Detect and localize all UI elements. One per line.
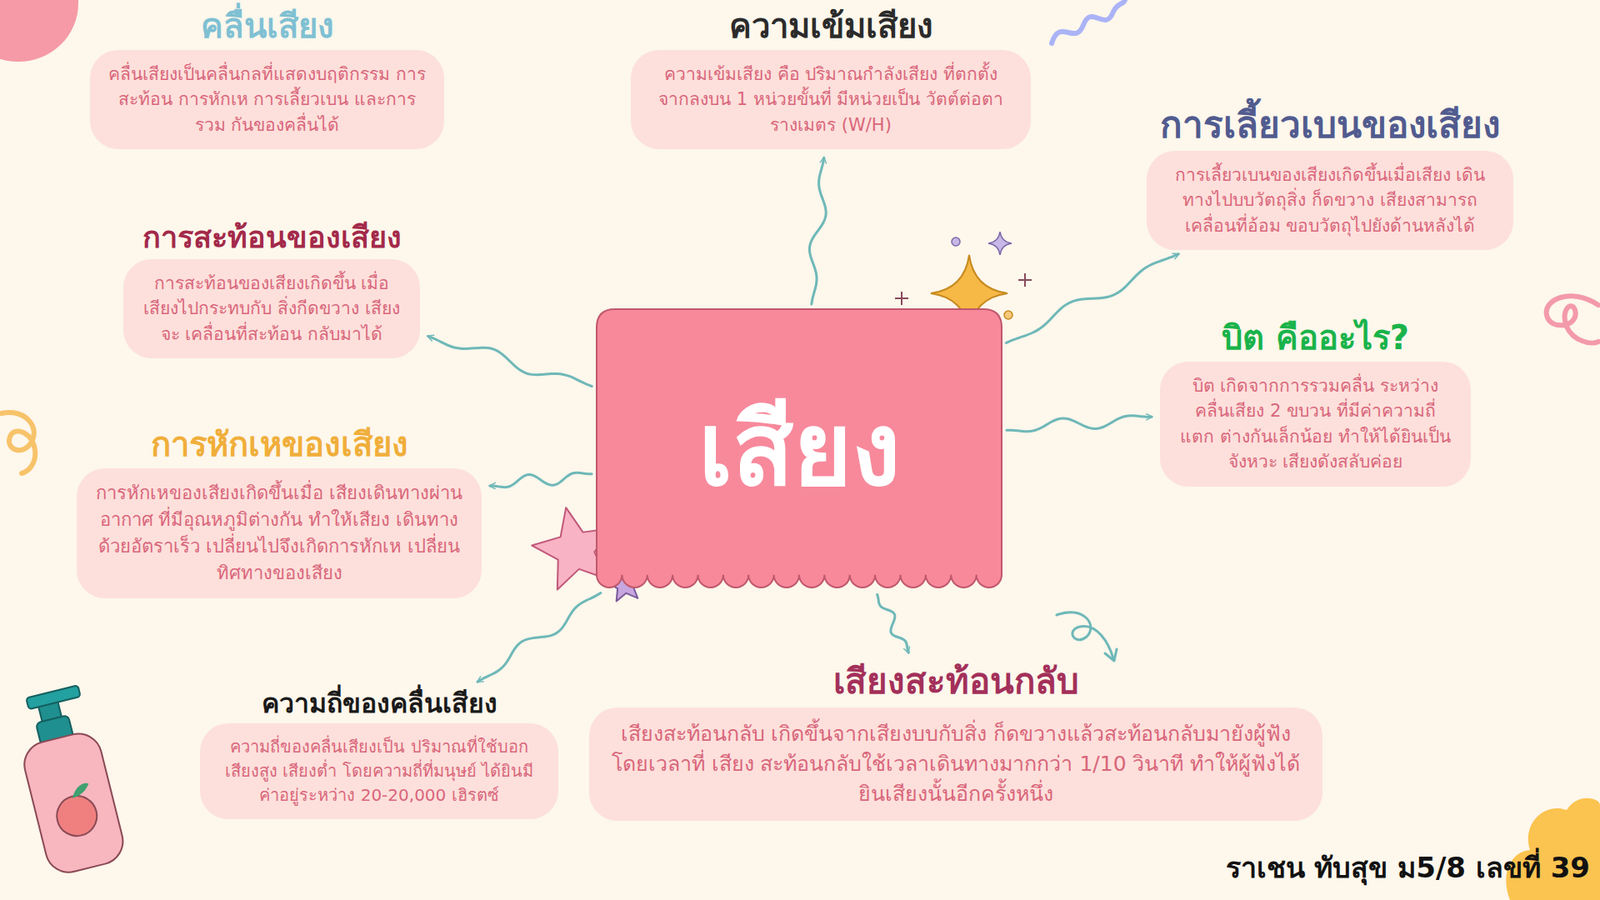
cross-mark bbox=[1018, 273, 1032, 287]
connector-arrow bbox=[877, 594, 910, 653]
topic-node: ความเข้มเสียงความเข้มเสียง คือ ปริมาณกำล… bbox=[630, 5, 1031, 150]
bottle-illustration bbox=[8, 683, 128, 877]
text-box: คลื่นเสียงเป็นคลื่นกลที่แสดงบฤติกรรม การ… bbox=[90, 50, 445, 150]
topic-heading: การเลี้ยวเบนของเสียง bbox=[1146, 101, 1514, 151]
central-title: เสียง bbox=[596, 309, 1002, 590]
connector-arrow bbox=[428, 335, 593, 386]
topic-node: คลื่นเสียงคลื่นเสียงเป็นคลื่นกลที่แสดงบฤ… bbox=[90, 5, 445, 150]
arrow-head bbox=[1105, 649, 1117, 661]
topic-node: บิต คืออะไร? บิต เกิดจากการรวมคลื่น ระหว่… bbox=[1160, 316, 1471, 487]
topic-node: การสะท้อนของเสียงการสะท้อนของเสียงเกิดขึ… bbox=[123, 218, 420, 359]
topic-body: ความถี่ของคลื่นเสียงเป็น ปริมาณที่ใช้บอก… bbox=[218, 735, 540, 808]
text-box: ความเข้มเสียง คือ ปริมาณกำลังเสียง ที่ตก… bbox=[630, 50, 1031, 150]
squiggle bbox=[1051, 0, 1125, 44]
connector-arrow bbox=[477, 593, 601, 683]
peach bbox=[52, 791, 101, 840]
cross-mark bbox=[895, 291, 909, 305]
corner-blob bbox=[1505, 798, 1600, 900]
squiggle bbox=[1546, 295, 1599, 343]
topic-body: ความเข้มเสียง คือ ปริมาณกำลังเสียง ที่ตก… bbox=[649, 61, 1013, 138]
squiggle bbox=[1, 412, 35, 474]
topic-body: การเลี้ยวเบนของเสียงเกิดขึ้นเมื่อเสียง เ… bbox=[1165, 162, 1495, 239]
leaf bbox=[70, 782, 92, 799]
topic-body: การสะท้อนของเสียงเกิดขึ้น เมื่อเสียงไปกร… bbox=[141, 270, 402, 347]
squiggle-arrow bbox=[1056, 612, 1114, 659]
topic-heading: เสียงสะท้อนกลับ bbox=[589, 660, 1323, 708]
topic-body: เสียงสะท้อนกลับ เกิดขึ้นจากเสียงบบกับสิ่… bbox=[607, 719, 1305, 810]
dot bbox=[1004, 310, 1013, 320]
text-box: การหักเหของเสียงเกิดขึ้นเมื่อ เสียงเดินท… bbox=[76, 468, 482, 599]
corner-blob bbox=[0, 0, 79, 62]
connector-arrow bbox=[1005, 254, 1179, 344]
connector-arrow bbox=[490, 472, 592, 487]
topic-heading: การหักเหของเสียง bbox=[76, 423, 482, 469]
topic-node: ความถี่ของคลื่นเสียงความถี่ของคลื่นเสียง… bbox=[200, 686, 559, 820]
connector-arrow bbox=[1006, 415, 1152, 432]
topic-heading: คลื่นเสียง bbox=[90, 5, 445, 50]
topic-heading: ความถี่ของคลื่นเสียง bbox=[200, 686, 559, 724]
dot bbox=[951, 237, 960, 246]
text-box: บิต เกิดจากการรวมคลื่น ระหว่างคลื่นเสียง… bbox=[1160, 361, 1471, 487]
topic-node: การหักเหของเสียงการหักเหของเสียงเกิดขึ้น… bbox=[76, 423, 482, 599]
topic-body: คลื่นเสียงเป็นคลื่นกลที่แสดงบฤติกรรม การ… bbox=[108, 61, 426, 138]
topic-body: การหักเหของเสียงเกิดขึ้นเมื่อ เสียงเดินท… bbox=[95, 480, 464, 587]
bottle-body bbox=[19, 729, 128, 878]
text-box: การเลี้ยวเบนของเสียงเกิดขึ้นเมื่อเสียง เ… bbox=[1146, 150, 1514, 250]
central-topic: เสียง bbox=[596, 309, 1002, 590]
topic-heading: บิต คืออะไร? bbox=[1160, 316, 1471, 362]
text-box: การสะท้อนของเสียงเกิดขึ้น เมื่อเสียงไปกร… bbox=[123, 259, 420, 359]
text-box: เสียงสะท้อนกลับ เกิดขึ้นจากเสียงบบกับสิ่… bbox=[589, 707, 1323, 822]
text-box: ความถี่ของคลื่นเสียงเป็น ปริมาณที่ใช้บอก… bbox=[200, 723, 559, 820]
topic-heading: การสะท้อนของเสียง bbox=[123, 218, 420, 260]
author-label: ราเชน ทับสุข ม5/8 เลขที่ 39 bbox=[1225, 845, 1590, 890]
topic-body: บิต เกิดจากการรวมคลื่น ระหว่างคลื่นเสียง… bbox=[1178, 373, 1453, 475]
topic-heading: ความเข้มเสียง bbox=[630, 5, 1031, 50]
sparkle bbox=[988, 231, 1012, 255]
connector-arrow bbox=[809, 157, 826, 305]
bottle-pump bbox=[25, 685, 80, 710]
topic-node: การเลี้ยวเบนของเสียงการเลี้ยวเบนของเสียง… bbox=[1146, 101, 1514, 250]
topic-node: เสียงสะท้อนกลับเสียงสะท้อนกลับ เกิดขึ้นจ… bbox=[589, 660, 1323, 821]
